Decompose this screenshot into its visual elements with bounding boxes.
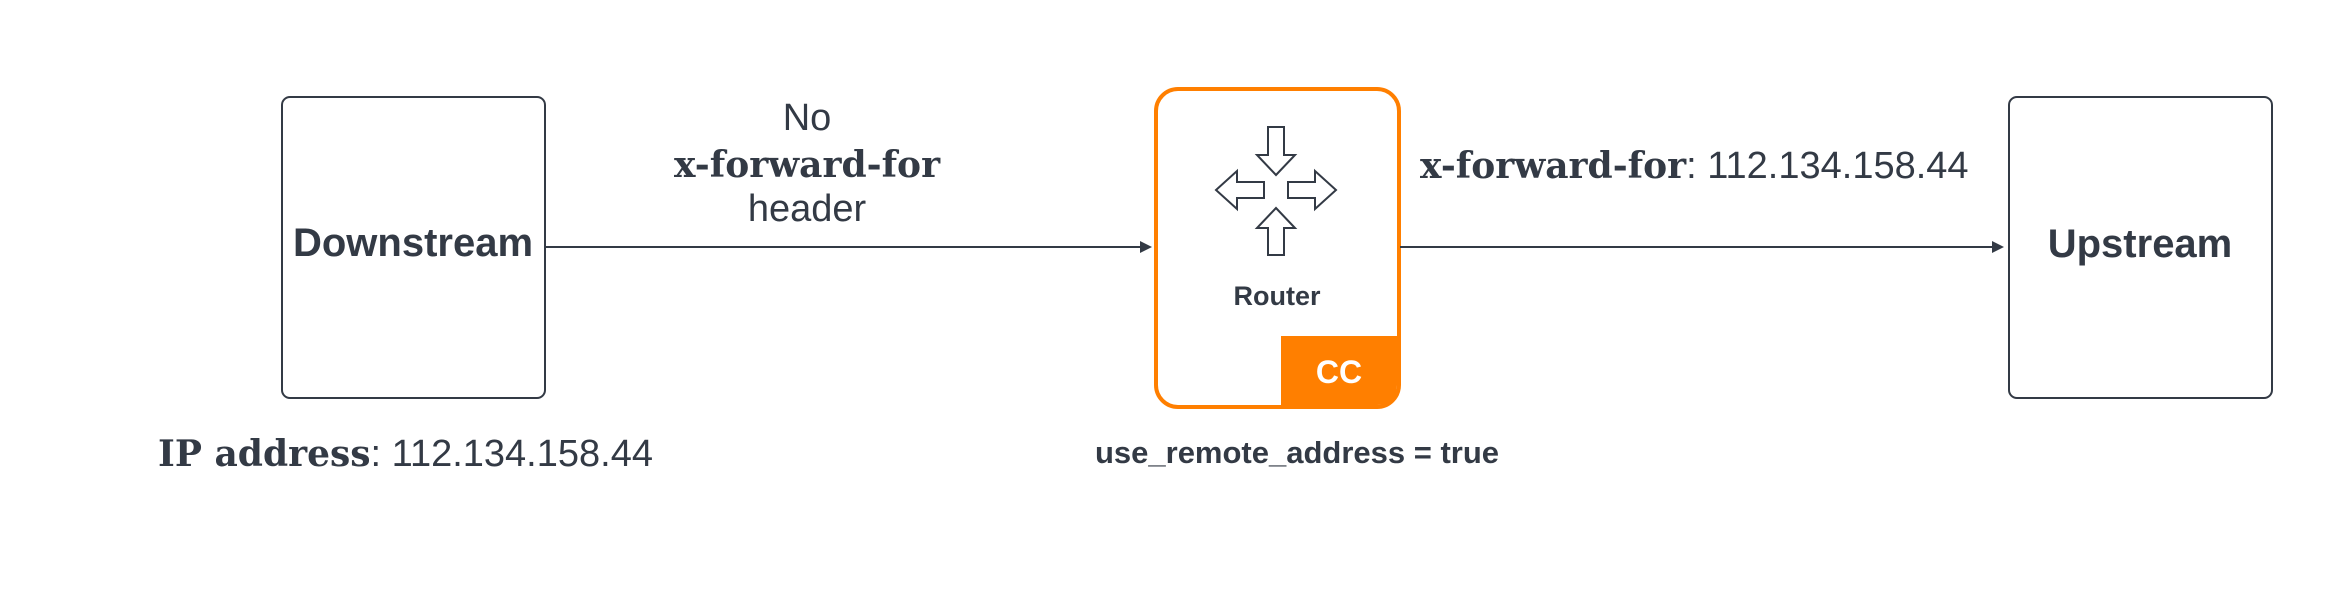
cc-badge-bg [1281, 336, 1397, 405]
downstream-box [281, 96, 546, 399]
ip-address-key: IP address [158, 433, 371, 475]
forwarded-header-value: : 112.134.158.44 [1686, 145, 1968, 187]
upstream-label: Upstream [2048, 222, 2233, 266]
edge-label-no: No [783, 97, 832, 139]
forwarded-header-name: x-forward-for [1420, 145, 1687, 187]
router-label: Router [1234, 281, 1321, 311]
edge-label-forwarded-header: x-forward-for: 112.134.158.44 [1420, 145, 1969, 187]
downstream-label: Downstream [293, 221, 533, 265]
edge-downstream-to-router: No x-forward-for header [546, 97, 1152, 253]
ip-address-value: : 112.134.158.44 [371, 433, 653, 475]
edge-label-x-forward-for: x-forward-for [674, 144, 941, 186]
edge-label-header: header [748, 188, 867, 230]
router-config-annotation: use_remote_address = true [1095, 435, 1499, 470]
downstream-node[interactable]: Downstream [281, 96, 546, 399]
downstream-ip-annotation: IP address: 112.134.158.44 [158, 433, 653, 475]
cc-badge: CC [1316, 354, 1362, 390]
router-node[interactable]: CC Router [1154, 87, 1401, 409]
upstream-node[interactable]: Upstream [2008, 96, 2273, 399]
edge-router-to-upstream: x-forward-for: 112.134.158.44 [1400, 145, 2004, 253]
router-arrows-icon [1214, 126, 1338, 256]
upstream-box [2008, 96, 2273, 399]
